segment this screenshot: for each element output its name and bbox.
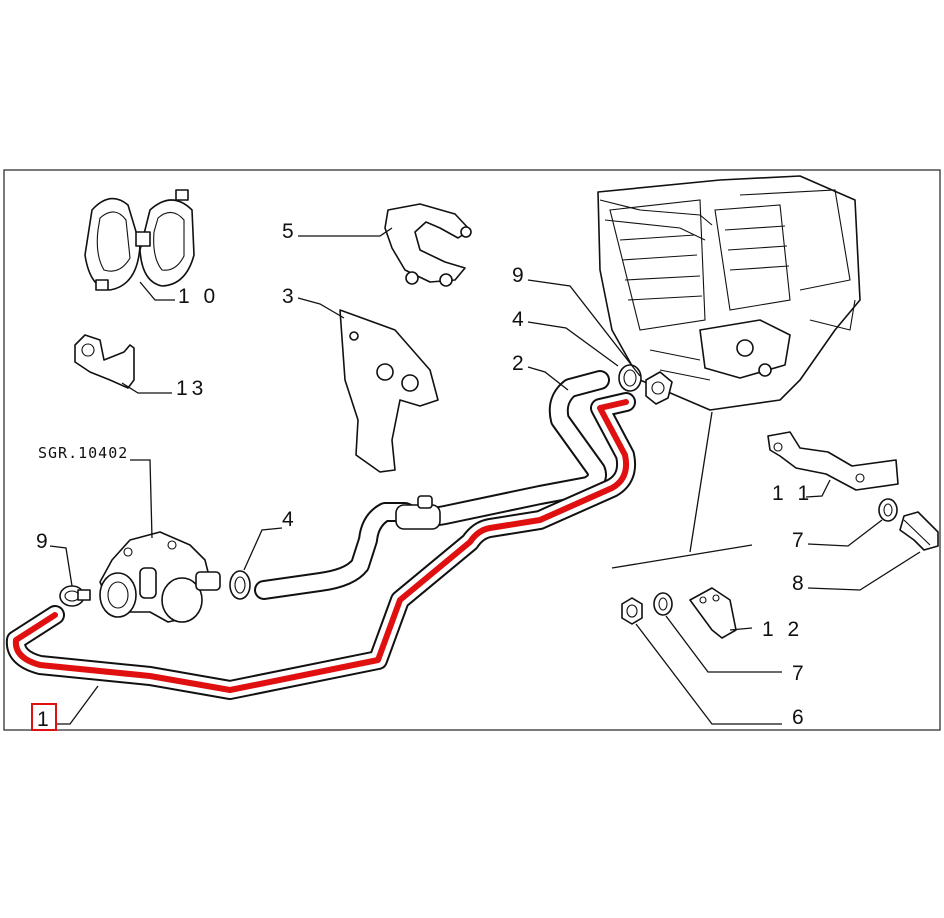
- hose-clamp-part-4-mid: [229, 570, 251, 600]
- leader-9-top: [527, 279, 641, 377]
- hose-part-2-outline: [254, 370, 610, 600]
- leader-12: [729, 627, 753, 631]
- hose-tee-fitting: [395, 495, 441, 530]
- label-12: 1 2: [762, 618, 803, 641]
- label-7-right: 7: [792, 529, 808, 552]
- label-9-left: 9: [36, 530, 52, 553]
- label-1: 1: [37, 708, 53, 731]
- bracket-part-11: [767, 431, 899, 491]
- hose-clamp-part-4-top: [618, 364, 642, 392]
- clip-bracket-part-13: [74, 334, 135, 389]
- leader-10: [139, 281, 175, 301]
- leader-11: [805, 479, 831, 498]
- label-13: 13: [176, 377, 207, 400]
- label-7-bottom: 7: [792, 662, 808, 685]
- label-4-mid: 4: [282, 508, 298, 531]
- leader-13: [121, 382, 172, 394]
- heater-unit-drawing: [597, 175, 861, 411]
- label-5: 5: [282, 220, 298, 243]
- bracket-part-3: [339, 309, 439, 473]
- leader-7-right: [807, 519, 883, 547]
- pipe-clip-part-5: [384, 203, 472, 287]
- leader-7-bottom: [665, 615, 782, 673]
- leader-bottom-group: [611, 544, 753, 569]
- reference-code-label: SGR.10402: [38, 444, 128, 462]
- label-8: 8: [792, 572, 808, 595]
- nut-part-6: [621, 597, 643, 625]
- label-11: 1 1: [772, 482, 813, 505]
- leader-4-mid: [243, 527, 283, 571]
- label-2: 2: [512, 352, 528, 375]
- leader-heater: [689, 411, 713, 553]
- double-clamp-part-10: [84, 189, 195, 291]
- hose-part-1-highlight: [12, 399, 630, 693]
- leader-4-top: [527, 321, 619, 367]
- leader-5: [298, 227, 393, 237]
- bolt-part-8: [899, 511, 939, 551]
- leader-1: [56, 685, 99, 725]
- plate-part-12: [689, 587, 737, 639]
- washer-part-7-bottom: [653, 592, 673, 616]
- diagram-frame: [3, 169, 941, 731]
- label-6: 6: [792, 706, 808, 729]
- label-3: 3: [282, 285, 298, 308]
- leader-6: [635, 623, 782, 725]
- leader-sgr: [130, 459, 153, 539]
- hose-clamp-part-9-left: [59, 585, 91, 607]
- thermostat-housing: [99, 531, 221, 623]
- leader-8: [807, 551, 921, 591]
- label-9-top: 9: [512, 264, 528, 287]
- leader-3: [297, 297, 345, 319]
- label-4-top: 4: [512, 308, 528, 331]
- label-10: 1 0: [178, 285, 219, 308]
- leader-2: [527, 366, 569, 391]
- label-1-highlight-box: [31, 703, 57, 731]
- hose-clamp-part-9-top: [645, 371, 673, 405]
- leader-9-left: [49, 545, 73, 587]
- washer-part-7-right: [878, 498, 898, 522]
